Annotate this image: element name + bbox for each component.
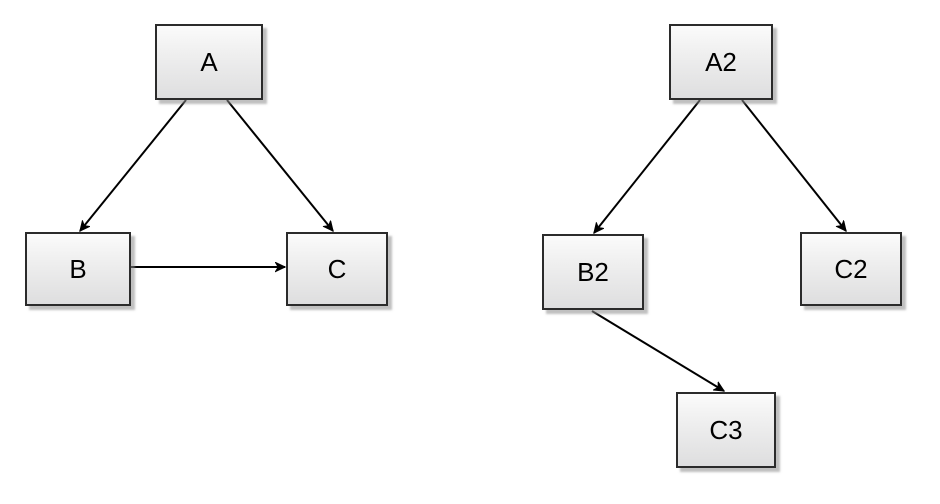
node-label: A (200, 47, 218, 77)
node-c2[interactable]: C2 (800, 232, 902, 306)
node-b2[interactable]: B2 (542, 234, 644, 310)
node-label: A2 (705, 47, 737, 77)
node-label: B2 (577, 257, 609, 287)
node-label: C (327, 254, 347, 284)
node-a[interactable]: A (155, 24, 263, 100)
node-a2[interactable]: A2 (669, 24, 773, 100)
node-b[interactable]: B (25, 232, 131, 306)
edge-a2-to-c2[interactable] (741, 99, 846, 231)
node-c3[interactable]: C3 (676, 392, 776, 468)
node-c[interactable]: C (286, 232, 388, 306)
node-label: C2 (834, 254, 868, 284)
node-label: C3 (709, 415, 743, 445)
edge-a-to-c[interactable] (226, 99, 333, 231)
edges-group (80, 99, 846, 392)
node-label: B (69, 254, 87, 284)
edge-b2-to-c3[interactable] (591, 310, 724, 392)
edge-a2-to-b2[interactable] (594, 99, 701, 233)
edge-a-to-b[interactable] (80, 99, 187, 231)
